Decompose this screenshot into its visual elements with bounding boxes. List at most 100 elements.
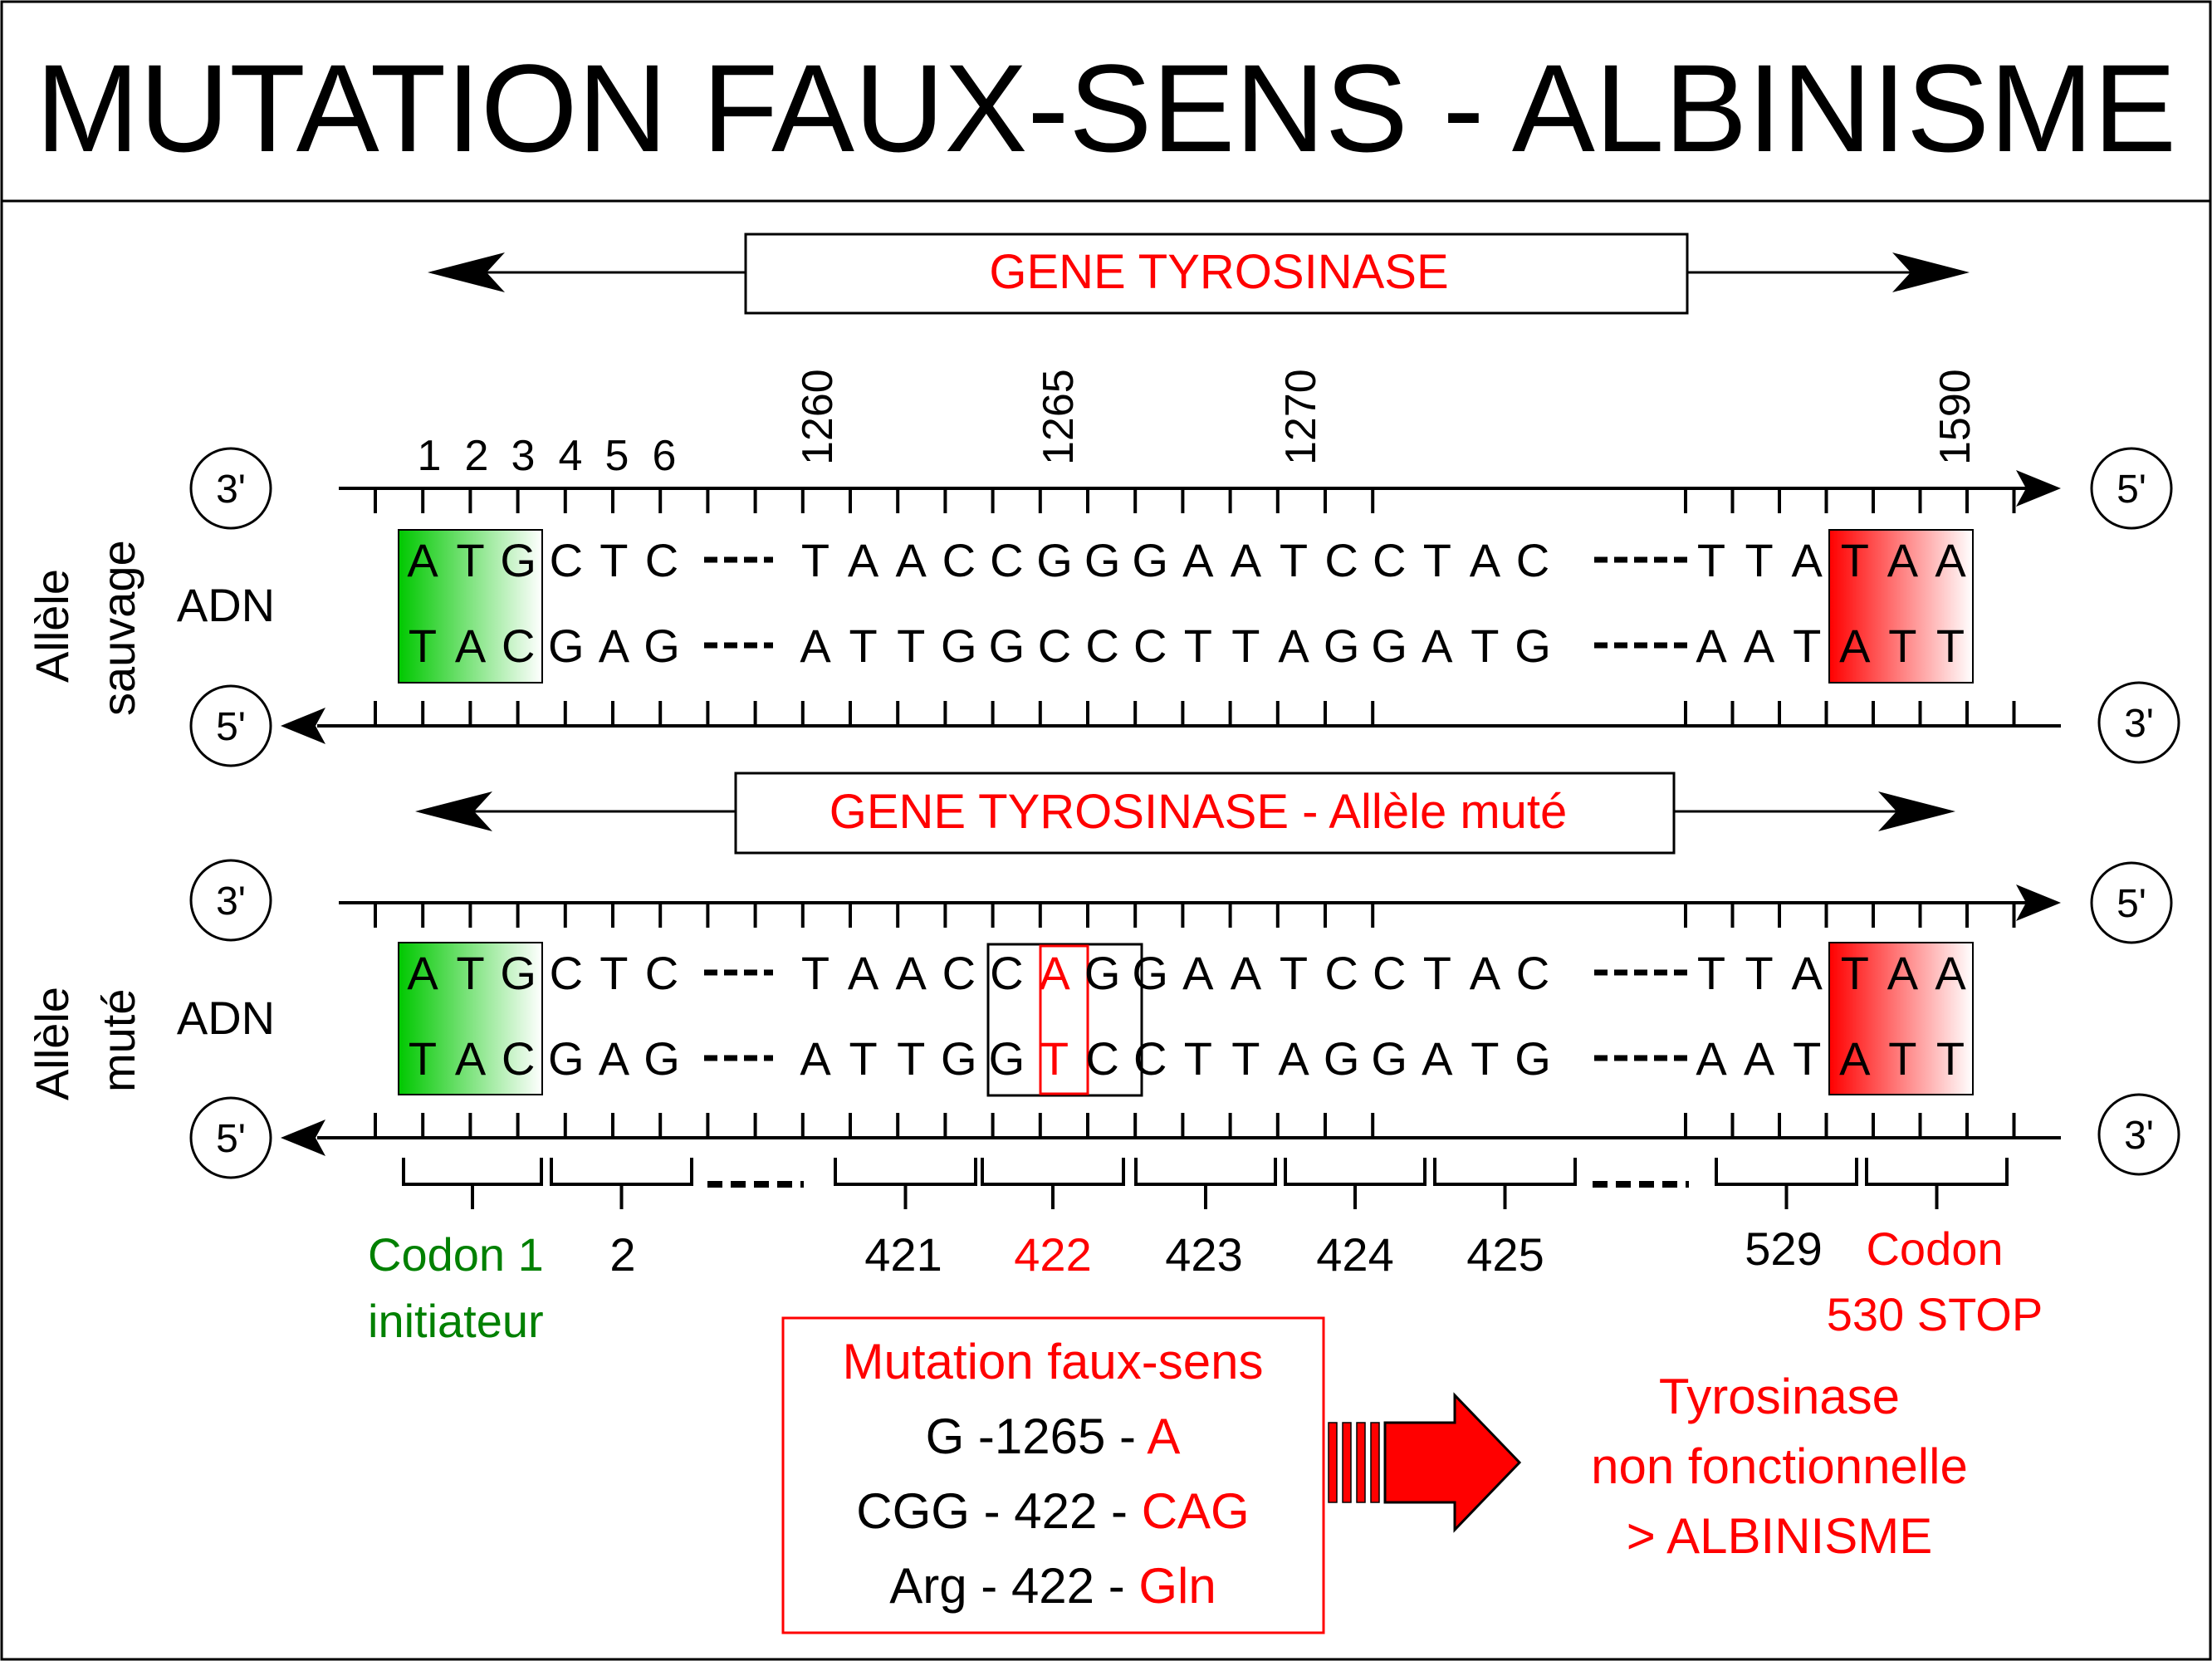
dna-base: A <box>1792 947 1823 999</box>
dna-base: A <box>599 1032 630 1085</box>
dna-base: T <box>409 1032 437 1085</box>
dna-base: A <box>896 947 927 999</box>
pos-1265: 1265 <box>1035 369 1083 465</box>
end-3prime: 3' <box>216 879 246 924</box>
dna-base: T <box>456 947 484 999</box>
dna-base: A <box>1935 947 1966 999</box>
codon-1-sublabel: initiateur <box>368 1295 544 1347</box>
dna-base: C <box>1085 1032 1118 1085</box>
dna-base: C <box>1516 947 1549 999</box>
dna-base: T <box>1841 534 1869 586</box>
dna-base: C <box>990 534 1023 586</box>
dna-base: A <box>407 947 438 999</box>
dna-base: A <box>1231 534 1262 586</box>
codon-bracket <box>1433 1158 1577 1209</box>
arrow-left-icon <box>281 708 325 744</box>
start-codon-highlight <box>398 942 543 1095</box>
dna-base: T <box>897 620 925 672</box>
codon-bracket <box>1134 1158 1277 1209</box>
dna-base: C <box>1085 620 1118 672</box>
dna-base: T <box>1184 620 1212 672</box>
dna-base: C <box>1373 947 1406 999</box>
side-label-wild-1: Allèle <box>26 569 78 683</box>
dna-base: A <box>1839 620 1871 672</box>
dna-base: T <box>1745 534 1773 586</box>
dna-base: T <box>1697 534 1725 586</box>
dna-base: G <box>989 1032 1025 1085</box>
dna-base: T <box>599 947 628 999</box>
dna-base: T <box>409 620 437 672</box>
dna-base: T <box>1888 1032 1916 1085</box>
arrow-right-icon <box>2016 884 2061 921</box>
dna-base: A <box>896 534 927 586</box>
codon-423-label: 423 <box>1165 1228 1242 1281</box>
dna-base: A <box>1231 947 1262 999</box>
dna-base: G <box>1132 534 1168 586</box>
dna-base: T <box>1936 620 1965 672</box>
dna-base: A <box>1696 1032 1727 1085</box>
dna-base: T <box>1471 1032 1499 1085</box>
dna-base: A <box>1470 947 1501 999</box>
dna-base: A <box>1744 620 1775 672</box>
dna-base: C <box>1324 534 1358 586</box>
dna-base: T <box>1231 1032 1260 1085</box>
codon-bracket <box>550 1158 693 1209</box>
dna-base: G <box>989 620 1025 672</box>
dna-base: T <box>1471 620 1499 672</box>
dna-base: T <box>1184 1032 1212 1085</box>
dna-base: A <box>599 620 630 672</box>
dna-base: A <box>455 620 487 672</box>
dna-base: T <box>1936 1032 1965 1085</box>
mutation-title: Mutation faux-sens <box>843 1334 1264 1389</box>
mutated-base: T <box>1040 1032 1069 1085</box>
dna-base: G <box>941 1032 977 1085</box>
dna-base: A <box>1792 534 1823 586</box>
gene-span-mutant: GENE TYROSINASE - Allèle muté <box>415 772 1955 855</box>
dna-base: T <box>1888 620 1916 672</box>
end-5prime: 5' <box>216 705 246 749</box>
pos-1270: 1270 <box>1277 369 1325 465</box>
codon-labels: Codon 1 initiateur 2 421 422 423 424 425… <box>368 1222 2043 1347</box>
dna-base: A <box>1839 1032 1871 1085</box>
mutation-line-2: CGG - 422 - CAG <box>856 1483 1249 1539</box>
end-5prime: 5' <box>2117 882 2146 926</box>
dna-base: G <box>1084 534 1121 586</box>
dna-base: C <box>502 1032 535 1085</box>
codon-422-label: 422 <box>1014 1228 1091 1281</box>
adn-label: ADN <box>177 992 275 1044</box>
dna-base: A <box>1744 1032 1775 1085</box>
dna-base: A <box>1422 620 1453 672</box>
dna-base: T <box>456 534 484 586</box>
arrow-left-icon <box>281 1120 325 1156</box>
mutated-base-box <box>1039 944 1089 1095</box>
consequence-arrow-icon <box>1328 1392 1522 1533</box>
adn-label: ADN <box>177 579 275 631</box>
dna-base: A <box>1278 1032 1309 1085</box>
codon-brackets <box>402 1158 2009 1209</box>
dna-base: G <box>644 620 680 672</box>
dna-base: T <box>1280 947 1308 999</box>
dna-base: T <box>801 534 830 586</box>
end-3prime: 3' <box>216 468 246 512</box>
pos-6: 6 <box>653 432 677 480</box>
codon-425-label: 425 <box>1466 1228 1544 1281</box>
dna-base: A <box>1470 534 1501 586</box>
dna-base: A <box>848 534 879 586</box>
dna-base: C <box>1324 947 1358 999</box>
result-line-1: Tyrosinase <box>1659 1369 1900 1424</box>
dna-base: C <box>990 947 1023 999</box>
dna-base: G <box>644 1032 680 1085</box>
dna-base: C <box>942 534 976 586</box>
dna-base: C <box>1516 534 1549 586</box>
dna-base: A <box>455 1032 487 1085</box>
dna-base: G <box>500 947 536 999</box>
gene-label: GENE TYROSINASE <box>989 245 1448 299</box>
pos-2: 2 <box>465 432 489 480</box>
codon-bracket <box>1715 1158 1858 1209</box>
dna-base: C <box>942 947 976 999</box>
dna-base: G <box>500 534 536 586</box>
stop-codon-highlight <box>1828 529 1974 684</box>
arrow-right-icon <box>2016 470 2061 507</box>
dna-base: T <box>849 620 877 672</box>
